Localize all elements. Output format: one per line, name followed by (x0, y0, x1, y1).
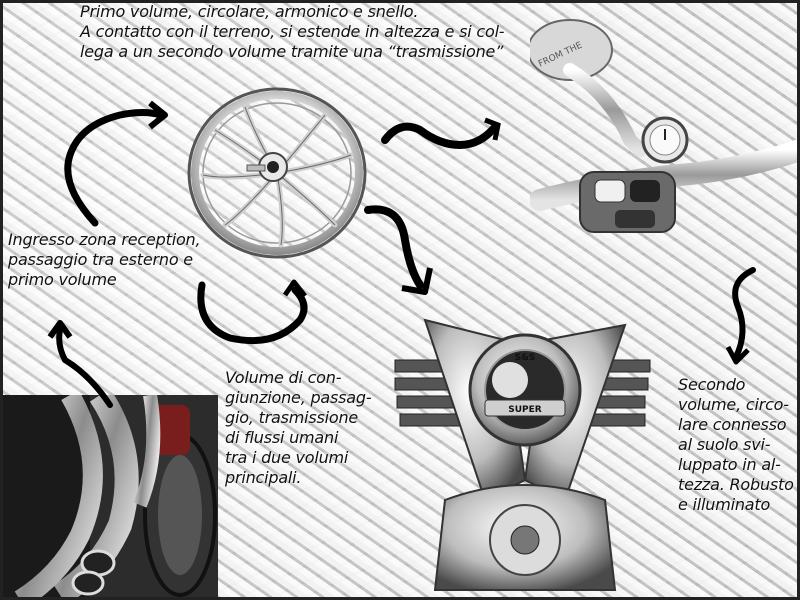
exhaust-image (0, 395, 218, 600)
wheel-image (187, 87, 367, 259)
caption-ingresso: Ingresso zona reception, passaggio tra e… (8, 230, 201, 289)
caption-primo-volume: Primo volume, circolare, armonico e snel… (80, 2, 505, 61)
engine-badge-top: S&S (515, 353, 536, 363)
arrow-wheel-to-handlebar (381, 117, 501, 150)
arrow-exhaust-to-entrance (47, 320, 113, 408)
engine-badge-bottom: SUPER (508, 405, 542, 415)
arrow-entrance-to-wheel (64, 100, 168, 227)
caption-secondo-volume: Secondo volume, circo- lare connesso al … (678, 375, 794, 514)
handlebar-image: FROM THE (530, 19, 800, 233)
caption-congiunzione: Volume di con- giunzione, passag- gio, t… (225, 368, 372, 487)
arrow-wheel-to-engine (364, 205, 433, 295)
engine-image: S&S SUPER (394, 318, 651, 591)
arrow-handlebar-to-secondo (725, 267, 756, 365)
arrow-loop-under-wheel (197, 279, 308, 345)
